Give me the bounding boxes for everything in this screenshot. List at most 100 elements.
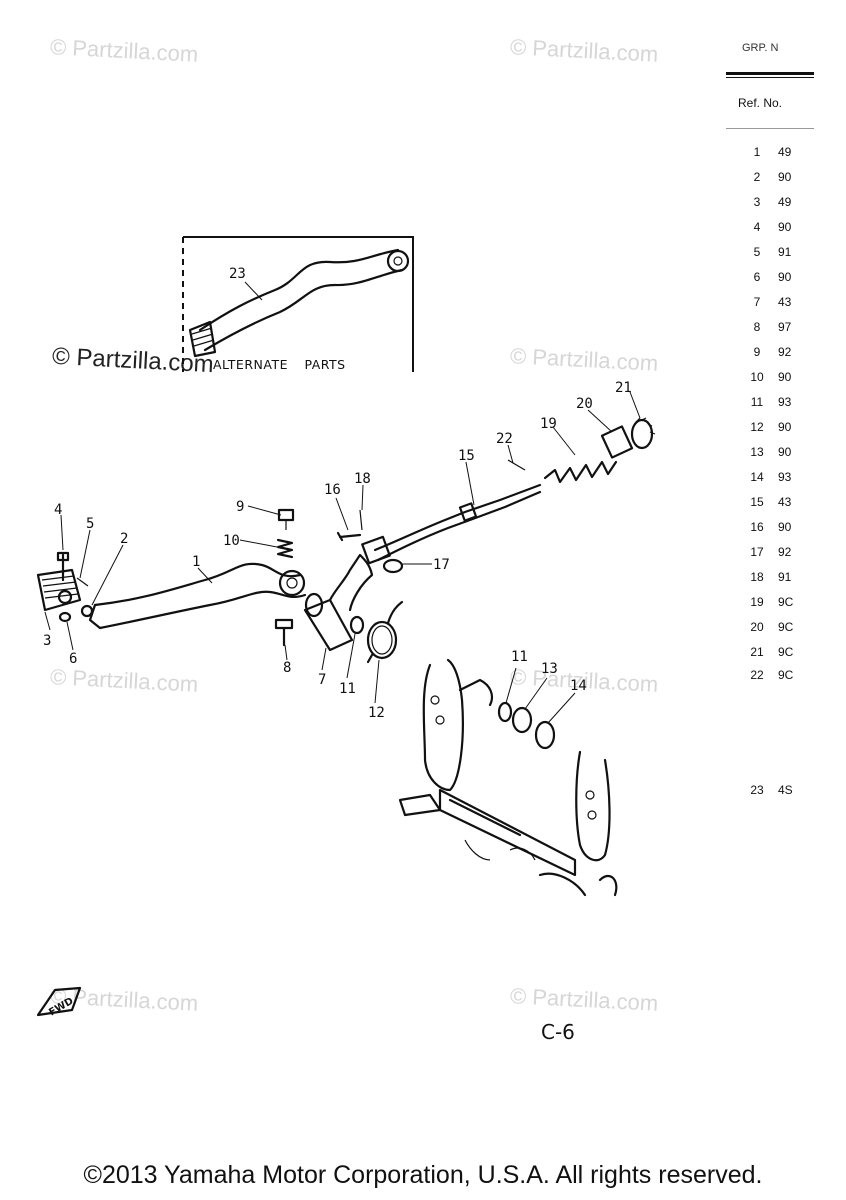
page-code: C-6: [541, 1020, 575, 1044]
bolt-9: [277, 508, 295, 530]
part-number-clipped: 92: [778, 545, 792, 559]
circlip-11: [349, 615, 365, 635]
callout-21: 21: [615, 380, 632, 396]
part-number-clipped: 90: [778, 170, 792, 184]
part-number-clipped: 93: [778, 395, 792, 409]
table-row: 11 93: [740, 395, 814, 415]
callout-17: 17: [433, 557, 450, 573]
fwd-arrow-icon: FWD: [36, 986, 82, 1019]
callout-22: 22: [496, 431, 513, 447]
table-row: 8 97: [740, 320, 814, 340]
alternate-parts-label: ALTERNATE PARTS: [213, 357, 346, 372]
kick-shaft-7: [303, 553, 374, 652]
spring-19: [543, 460, 618, 484]
part-number-clipped: 43: [778, 295, 792, 309]
part-number-clipped: 91: [778, 570, 792, 584]
table-row: 6 90: [740, 270, 814, 290]
part-number-clipped: 9C: [778, 595, 794, 609]
bolt-8: [274, 618, 294, 647]
callout-2: 2: [120, 531, 128, 547]
part-number-clipped: 97: [778, 320, 792, 334]
circlip-11b: [497, 701, 513, 723]
part-number-clipped: 90: [778, 445, 792, 459]
callout-14: 14: [570, 678, 587, 694]
table-row: 4 90: [740, 220, 814, 240]
cotter-pin-18: [359, 509, 363, 531]
table-rule: [726, 77, 814, 78]
callout-13: 13: [541, 661, 558, 677]
table-rule: [726, 128, 814, 129]
ref-number: 8: [753, 320, 761, 334]
callout-6: 6: [69, 651, 77, 667]
callout-15: 15: [458, 448, 475, 464]
part-number-clipped: 90: [778, 520, 792, 534]
copyright-notice: ©2013 Yamaha Motor Corporation, U.S.A. A…: [83, 1161, 763, 1189]
ref-number: 13: [750, 445, 764, 459]
part-number-clipped: 9C: [778, 620, 794, 634]
kick-pedal-3: [36, 568, 82, 612]
callout-12: 12: [368, 705, 385, 721]
ref-number: 23: [750, 783, 764, 797]
pin-4: [56, 551, 70, 582]
washer-13: [511, 706, 533, 734]
spring-10: [276, 538, 294, 559]
spring-2: [80, 604, 94, 618]
callout-11: 11: [339, 681, 356, 697]
ref-number: 15: [750, 495, 764, 509]
collar-20: [600, 425, 634, 459]
table-row: 13 90: [740, 445, 814, 465]
lever-15: [361, 483, 542, 565]
callout-19: 19: [540, 416, 557, 432]
leader-lines: [44, 281, 641, 724]
part-number-clipped: 90: [778, 420, 792, 434]
part-number-clipped: 90: [778, 220, 792, 234]
ref-number: 4: [753, 220, 761, 234]
ref-no-column-header: Ref. No.: [738, 96, 783, 110]
fwd-label: FWD: [47, 996, 75, 1019]
callout-1: 1: [192, 554, 200, 570]
ref-number: 14: [750, 470, 764, 484]
kick-crank-1: [88, 562, 307, 630]
callout-9: 9: [236, 499, 244, 515]
ref-number: 18: [750, 570, 764, 584]
part-number-clipped: 90: [778, 370, 792, 384]
washer-6: [58, 611, 72, 623]
ref-number: 11: [750, 395, 764, 409]
table-row: 14 93: [740, 470, 814, 490]
part-number-clipped: 91: [778, 245, 792, 259]
ref-number: 20: [750, 620, 764, 634]
part-number-clipped: 4S: [778, 783, 793, 797]
gear-21: [630, 417, 656, 450]
part-number-clipped: 49: [778, 145, 792, 159]
part-number-clipped: 49: [778, 195, 792, 209]
part-number-clipped: 93: [778, 470, 792, 484]
ref-number: 21: [750, 645, 764, 659]
part-number-clipped: 90: [778, 270, 792, 284]
ref-number: 17: [750, 545, 764, 559]
callout-20: 20: [576, 396, 593, 412]
ref-number: 16: [750, 520, 764, 534]
ref-number: 5: [753, 245, 761, 259]
circlip-14: [534, 720, 556, 750]
return-spring-12: [366, 600, 404, 664]
clip-5: [76, 577, 89, 587]
callout-4: 4: [54, 502, 62, 518]
ref-number: 6: [753, 270, 761, 284]
table-rule: [726, 72, 814, 75]
callout-7: 7: [318, 672, 326, 688]
part-number-clipped: 9C: [778, 668, 794, 682]
table-row: 5 91: [740, 245, 814, 265]
callout-16: 16: [324, 482, 341, 498]
callout-3: 3: [43, 633, 51, 649]
